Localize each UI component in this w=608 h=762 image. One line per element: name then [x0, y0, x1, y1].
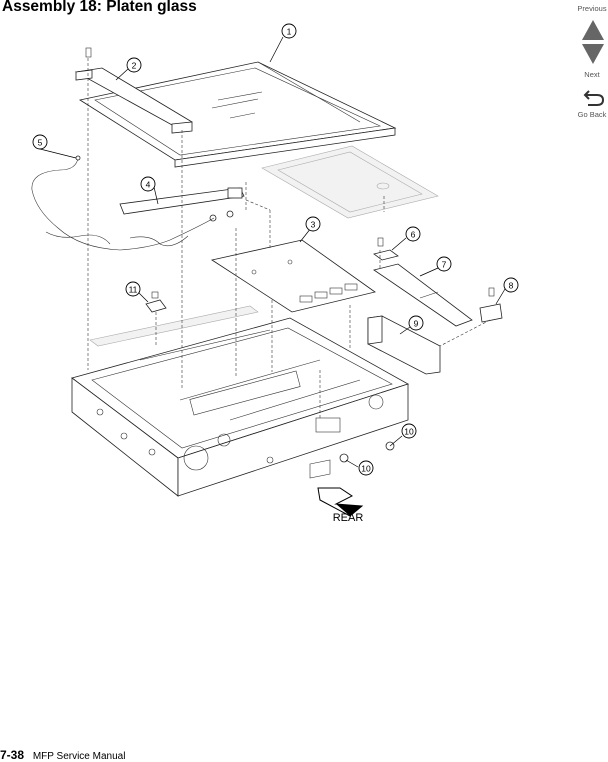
ghost-plate: [89, 305, 259, 347]
page-title: Assembly 18: Platen glass: [2, 0, 197, 15]
screw-part: [339, 441, 395, 463]
svg-text:11: 11: [129, 285, 138, 295]
rear-label: REAR: [333, 512, 364, 524]
next-label: Next: [584, 70, 600, 79]
exploded-diagram: REAR 1 2 5 4 3 6 7 8 11 9 10 10: [31, 23, 519, 524]
callout-10: 10: [401, 423, 417, 439]
callout-3: 3: [305, 216, 321, 232]
assembly-guide-lines: [87, 58, 491, 420]
page-number: 7-38: [0, 748, 25, 762]
manual-title: MFP Service Manual: [32, 751, 126, 762]
page-footer: 7-38 MFP Service Manual: [0, 748, 125, 762]
end-bracket-part: [479, 287, 503, 323]
svg-text:6: 6: [411, 230, 416, 240]
triangle-up-icon[interactable]: [582, 20, 604, 40]
svg-text:1: 1: [287, 27, 292, 37]
svg-text:10: 10: [361, 464, 371, 474]
go-back-label: Go Back: [577, 110, 607, 119]
cable-harness-part: [31, 155, 215, 251]
svg-text:8: 8: [509, 281, 514, 291]
svg-text:7: 7: [442, 260, 447, 270]
long-strip-part: [373, 263, 473, 327]
callout-6: 6: [405, 226, 421, 242]
previous-next-buttons: [582, 20, 604, 64]
previous-label: Previous: [577, 4, 607, 13]
base-frame-part: [71, 317, 409, 497]
svg-text:2: 2: [132, 61, 137, 71]
callout-2: 2: [126, 57, 142, 73]
platen-glass-part: [78, 61, 397, 168]
callout-10-second: 10: [358, 460, 374, 476]
return-arrow-icon[interactable]: [583, 88, 605, 108]
svg-text:9: 9: [414, 319, 419, 329]
glass-retainer-part: [74, 47, 193, 134]
callout-8: 8: [503, 277, 519, 293]
triangle-down-icon[interactable]: [582, 44, 604, 64]
callout-leaders: [39, 36, 506, 468]
clip-part: [145, 291, 167, 313]
svg-text:3: 3: [311, 220, 316, 230]
cover-strip-part: [367, 315, 441, 375]
callout-4: 4: [140, 176, 156, 192]
small-bracket-part: [373, 237, 399, 261]
callout-5: 5: [32, 134, 48, 150]
rear-arrow-icon: [317, 487, 364, 517]
svg-text:4: 4: [146, 180, 151, 190]
svg-text:10: 10: [404, 427, 414, 437]
callout-11: 11: [125, 281, 141, 297]
callout-9: 9: [408, 315, 424, 331]
scanner-frame-part: [261, 145, 439, 219]
callout-1: 1: [281, 23, 297, 39]
circuit-board-part: [210, 239, 376, 313]
svg-text:5: 5: [38, 138, 43, 148]
callout-7: 7: [436, 256, 452, 272]
